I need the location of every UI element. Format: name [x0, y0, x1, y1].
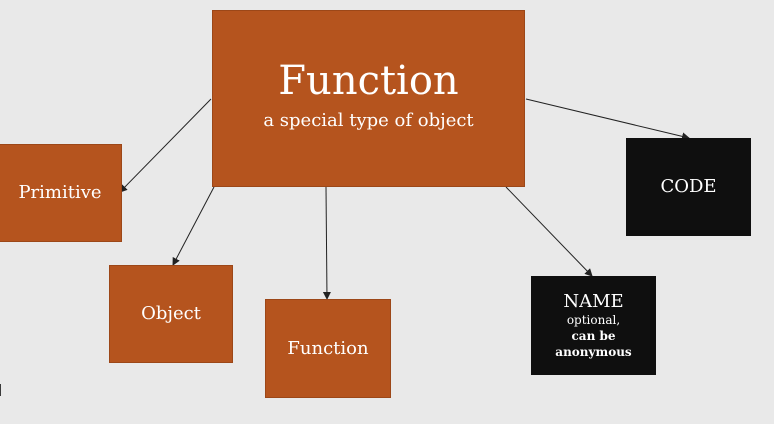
name-optional-text: optional, [566, 312, 621, 327]
code-box: CODE [626, 138, 751, 236]
name-can-be-text: can be [571, 328, 616, 343]
arrow-to-name [505, 186, 593, 277]
name-anonymous-text: anonymous [555, 344, 632, 359]
name-title: NAME [563, 290, 624, 312]
arrow-to-code [525, 98, 690, 141]
arrow-to-function [322, 186, 331, 300]
main-subtitle: a special type of object [263, 109, 474, 131]
arrow-to-primitive [119, 98, 212, 193]
function-main-box: Function a special type of object [212, 10, 525, 187]
function-label: Function [287, 337, 369, 359]
main-title: Function [278, 57, 459, 104]
name-box: NAME optional, can be anonymous [531, 276, 656, 375]
edge-mark [0, 384, 1, 396]
object-box: Object [109, 265, 233, 363]
arrow-to-object [172, 186, 215, 266]
code-label: CODE [660, 176, 717, 197]
primitive-box: Primitive [0, 144, 122, 242]
primitive-label: Primitive [18, 182, 102, 203]
object-label: Object [141, 303, 201, 324]
function-box: Function [265, 299, 391, 398]
